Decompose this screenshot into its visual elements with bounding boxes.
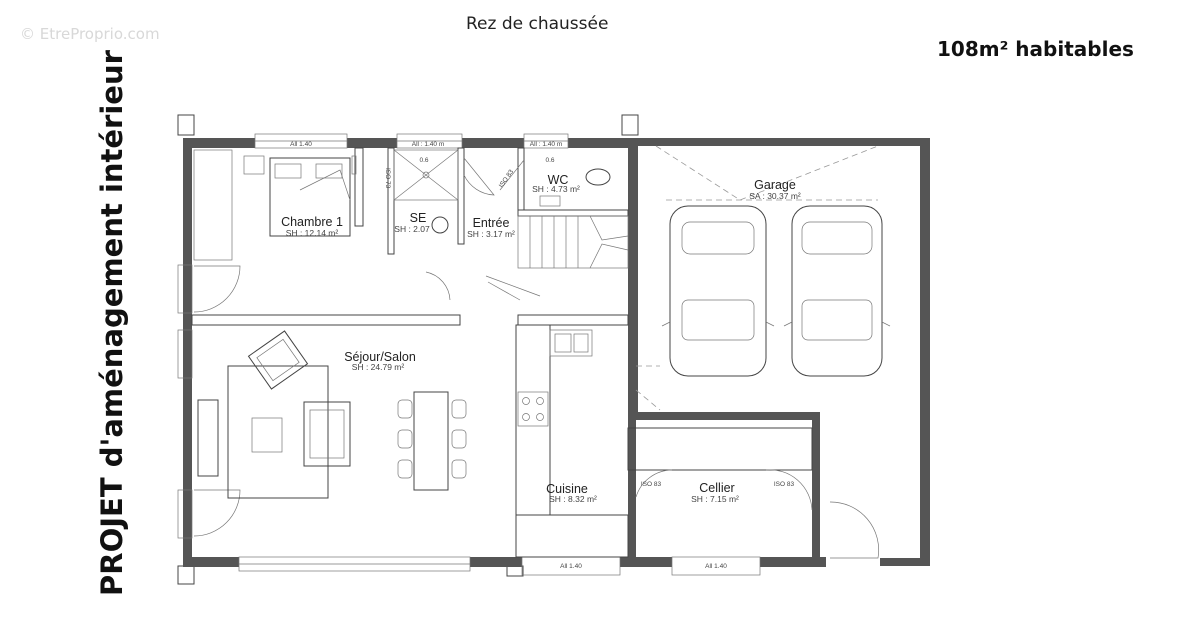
bed <box>243 155 357 237</box>
corner-post <box>621 114 639 136</box>
car-right <box>783 205 891 377</box>
room-area-sejour: SH : 24.79 m² <box>352 362 405 372</box>
corner-post <box>177 565 195 585</box>
living-area: 108m² habitables <box>937 37 1134 61</box>
washbasin <box>431 216 449 234</box>
iso-label: ISO 73 <box>384 168 391 189</box>
iso-label: ISO 83 <box>774 481 795 488</box>
room-name-garage: Garage <box>754 178 796 192</box>
window-label: All : 1.40 m <box>412 141 445 148</box>
tv-unit <box>197 399 219 477</box>
corner-post <box>506 565 524 577</box>
exterior-walls <box>183 138 930 567</box>
room-area-se: SH : 2.07 <box>394 224 430 234</box>
watermark: © EtreProprio.com <box>20 25 160 43</box>
toilet <box>585 168 611 186</box>
iso-label: ISO 83 <box>498 168 516 189</box>
plan-title: Rez de chaussée <box>466 14 609 34</box>
dining-table <box>397 391 467 491</box>
iso-label: ISO 83 <box>641 481 662 488</box>
shower <box>393 149 459 201</box>
room-name-cellier: Cellier <box>699 481 734 495</box>
interior-walls <box>191 147 813 558</box>
room-area-garage: SA : 30.37 m² <box>749 191 801 201</box>
room-name-se: SE <box>410 211 427 225</box>
doors <box>193 157 879 559</box>
kitchen-sink <box>549 329 593 357</box>
element-label: 0.6 <box>545 157 554 164</box>
room-name-sejour: Séjour/Salon <box>344 350 416 364</box>
window-label: All 1.40 <box>705 563 727 570</box>
room-area-cuisine: SH : 8.32 m² <box>549 494 597 504</box>
sofa-set <box>227 330 351 499</box>
room-area-chambre: SH : 12.14 m² <box>286 228 339 238</box>
garage-door-swing <box>635 145 879 411</box>
window-label: All 1.40 <box>290 141 312 148</box>
wardrobe <box>193 149 233 261</box>
room-name-entree: Entrée <box>473 216 510 230</box>
cooktop <box>517 391 549 427</box>
wc-basin <box>539 195 561 207</box>
corner-post <box>177 114 195 136</box>
room-area-wc: SH : 4.73 m² <box>532 184 580 194</box>
room-area-cellier: SH : 7.15 m² <box>691 494 739 504</box>
room-name-cuisine: Cuisine <box>546 482 588 496</box>
room-area-entree: SH : 3.17 m² <box>467 229 515 239</box>
windows <box>177 133 761 576</box>
room-name-wc: WC <box>548 173 569 187</box>
car-left <box>661 205 775 377</box>
window-label: All : 1.40 m <box>530 141 563 148</box>
room-name-chambre: Chambre 1 <box>281 215 343 229</box>
window-label: All 1.40 <box>560 563 582 570</box>
staircase <box>485 215 629 301</box>
element-label: 0.6 <box>419 157 428 164</box>
